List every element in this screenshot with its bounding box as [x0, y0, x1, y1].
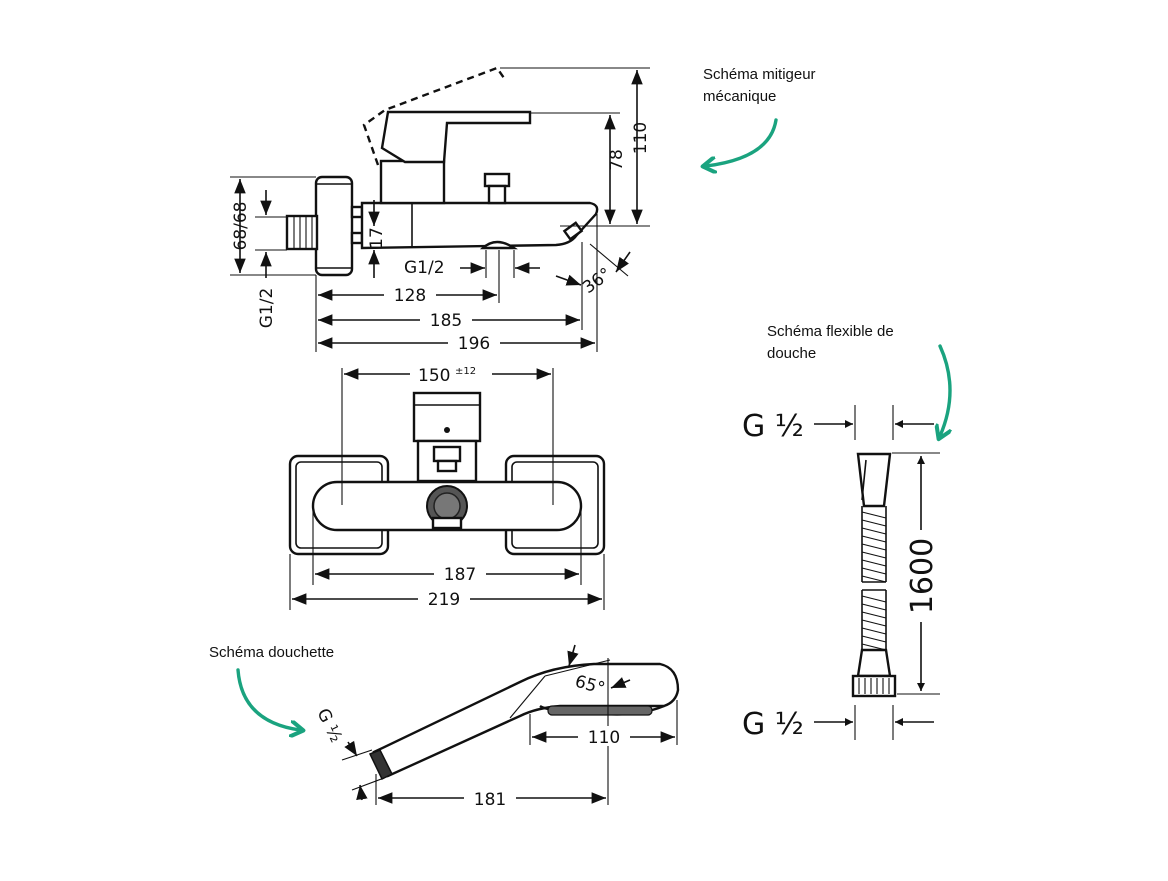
- hose-length-1600: 1600: [905, 538, 940, 614]
- aerator: [479, 240, 518, 250]
- arrow-icon-douchette: [236, 668, 300, 730]
- hand-shower-body: [372, 662, 680, 778]
- dim-left-g12: G1/2: [257, 288, 277, 329]
- dim-17: 17: [367, 227, 387, 249]
- hose-bottom-nut: [851, 674, 897, 698]
- dim-219: 219: [428, 590, 460, 610]
- dim-angle-36: 36°: [579, 264, 615, 298]
- dim-68-68: 68/68: [231, 202, 251, 251]
- spray-face: [547, 705, 653, 716]
- caption-douchette: Schéma douchette: [209, 644, 335, 661]
- lever-handle: [380, 110, 532, 164]
- shower-hose: G ½ G ½ 1600: [742, 405, 940, 742]
- dim-128: 128: [394, 286, 426, 306]
- dim-196: 196: [458, 334, 490, 354]
- cartridge-housing: [379, 159, 446, 205]
- hose-coil-lower: [861, 589, 887, 651]
- arrow-icon-flexible: [940, 344, 950, 436]
- diverter-knob-cap: [483, 172, 511, 188]
- wall-escutcheon: [314, 175, 354, 277]
- dim-185: 185: [430, 311, 462, 331]
- dim-187: 187: [444, 565, 476, 585]
- hose-g12-bottom: G ½: [742, 707, 804, 742]
- dim-78: 78: [607, 149, 627, 171]
- caption-mitigeur: Schéma mitigeur mécanique: [703, 66, 816, 105]
- hose-g12-top: G ½: [742, 409, 804, 444]
- lever-open-position: [362, 66, 505, 166]
- mixer-side-view: 110 78 68/68 G1/2 17 G1/2 36° 128 185: [230, 66, 651, 354]
- dim-shower-g12: G ½: [313, 705, 346, 745]
- dim-spout-g12: G1/2: [404, 258, 445, 278]
- arrow-icon-mitigeur: [706, 118, 778, 166]
- dim-shower-181: 181: [474, 790, 506, 810]
- dim-shower-110: 110: [588, 728, 620, 748]
- dim-110: 110: [631, 122, 651, 154]
- dim-150-tolerance: ±12: [455, 366, 476, 377]
- hose-coil-upper: [861, 506, 887, 583]
- mixer-front-view: 150 ±12 187 219: [288, 362, 606, 610]
- hand-shower: 110 181 65° G ½: [313, 644, 680, 810]
- front-lever: [412, 391, 482, 443]
- caption-flexible: Schéma flexible de douche: [767, 323, 894, 362]
- dim-150: 150: [418, 366, 450, 386]
